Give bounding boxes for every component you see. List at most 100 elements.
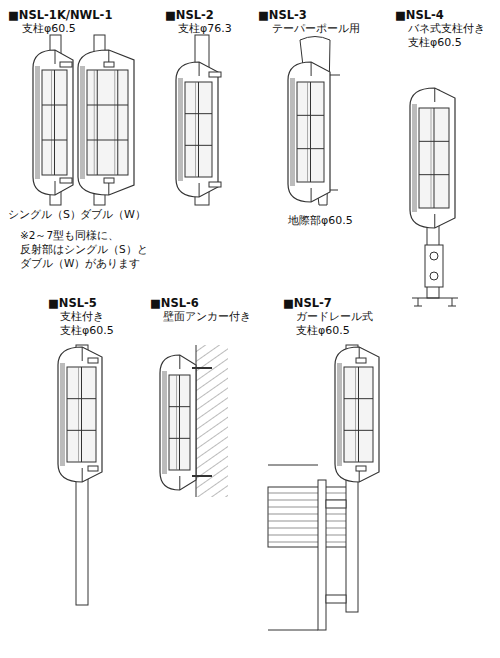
reflector-housing [33, 50, 73, 195]
variant-label: ダブル（W） [80, 208, 146, 222]
pole-spec: 支柱φ60.5 [60, 324, 114, 338]
guardrail-line [268, 465, 318, 466]
panel-rib [358, 367, 359, 462]
reflector-unit [288, 62, 330, 202]
reflector-unit [160, 355, 196, 490]
beam-corrugation [268, 521, 348, 522]
panel-rib [54, 70, 55, 175]
panel-divider [185, 113, 212, 114]
housing-shade [162, 371, 167, 474]
pole-type: テーパーポール用 [272, 22, 360, 36]
model-heading: ■NSL-7 [283, 296, 332, 310]
reflector-panel [169, 375, 190, 470]
base-spec: 地際部φ60.5 [288, 214, 353, 228]
model-heading: ■NSL-2 [165, 8, 214, 22]
reflector-unit [33, 50, 73, 195]
panel-divider [87, 105, 128, 106]
reflector-unit [176, 62, 218, 197]
band-clamp [330, 75, 340, 76]
base-plate [412, 298, 458, 306]
reflector-unit [78, 50, 134, 195]
panel-divider [42, 140, 67, 141]
reflector-panel [67, 367, 96, 462]
spring-bolt [430, 252, 438, 260]
housing-shade [412, 104, 417, 212]
pole-spec: 支柱φ60.5 [22, 22, 76, 36]
reflector-panel [185, 82, 212, 177]
panel-rib [78, 367, 79, 462]
rail-clamp [326, 595, 346, 603]
guardrail-beam [268, 487, 348, 547]
reflector-panel [87, 70, 128, 175]
panel-rib [195, 82, 196, 177]
panel-divider [419, 141, 449, 142]
panel-rib [51, 70, 52, 175]
mount-bracket [60, 62, 72, 67]
reflector-housing [410, 88, 455, 228]
mount-bracket [209, 182, 221, 187]
mount-bracket [209, 72, 221, 77]
wall-anchor [192, 475, 212, 477]
panel-rib [94, 70, 95, 175]
panel-divider [42, 105, 67, 106]
housing-shade [290, 78, 295, 186]
mount-bracket [356, 358, 366, 363]
note-text: ※2～7型も同様に、 反射部はシングル（S）と ダブル（W）があります [20, 228, 170, 270]
reflector-housing [335, 347, 379, 482]
beam-corrugation [268, 528, 348, 529]
variant-label: シングル（S） [8, 208, 81, 222]
housing-shade [178, 78, 183, 181]
mount-bracket [88, 358, 98, 363]
panel-divider [169, 438, 190, 439]
panel-rib [307, 82, 308, 182]
reflector-housing [288, 62, 330, 202]
model-heading: ■NSL-1K/NWL-1 [8, 8, 112, 22]
mount-bracket [88, 466, 98, 471]
beam-corrugation [268, 535, 348, 536]
panel-divider [169, 406, 190, 407]
panel-divider [344, 398, 373, 399]
guardrail-post [318, 480, 326, 630]
panel-rib [198, 82, 199, 177]
reflector-panel [42, 70, 67, 175]
panel-rib [179, 375, 180, 470]
panel-rib [117, 70, 118, 175]
panel-divider [344, 430, 373, 431]
model-heading: ■NSL-4 [395, 8, 444, 22]
pole-type: バネ式支柱付き [408, 22, 485, 36]
panel-divider [185, 145, 212, 146]
band-clamp [330, 190, 338, 191]
reflector-housing [160, 355, 196, 490]
reflector-housing [58, 347, 102, 482]
model-heading: ■NSL-5 [48, 296, 97, 310]
panel-divider [297, 148, 324, 149]
pole-type: 支柱付き [60, 310, 104, 324]
mount-bracket [104, 178, 114, 183]
housing-shade [80, 66, 85, 179]
panel-rib [355, 367, 356, 462]
panel-divider [87, 140, 128, 141]
spring-bolt [430, 272, 438, 280]
mount-bracket [104, 62, 114, 67]
guardrail [268, 465, 348, 630]
pole-spec: 支柱φ60.5 [408, 36, 462, 50]
reflector-unit [410, 88, 455, 228]
pole-spec: 支柱φ60.5 [296, 324, 350, 338]
rail-clamp [326, 500, 346, 508]
mount-bracket [356, 466, 366, 471]
reflector-unit [335, 347, 379, 482]
panel-rib [434, 108, 435, 208]
panel-divider [67, 430, 96, 431]
housing-shade [35, 66, 40, 179]
reflector-panel [297, 82, 324, 182]
model-heading: ■NSL-3 [258, 8, 307, 22]
reflector-housing [176, 62, 218, 197]
reflector-housing [78, 50, 134, 195]
panel-divider [67, 398, 96, 399]
panel-divider [297, 115, 324, 116]
panel-rib [310, 82, 311, 182]
panel-rib [114, 70, 115, 175]
pole-spec: 支柱φ76.3 [178, 22, 232, 36]
housing-shade [337, 363, 342, 466]
model-heading: ■NSL-6 [150, 296, 199, 310]
